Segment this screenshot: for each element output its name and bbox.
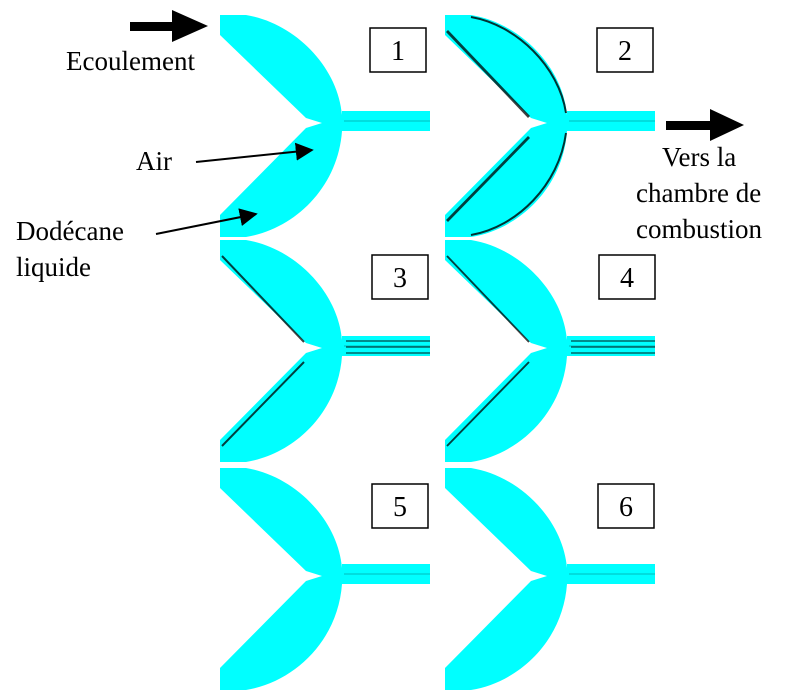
frame-panels: 1 2 3 4 5 6 — [220, 15, 656, 690]
liquid-trace-lower — [445, 136, 531, 222]
flow-in-arrow-icon — [130, 10, 208, 42]
injector-shape — [445, 240, 655, 462]
frame-5 — [220, 468, 430, 690]
air-label: Air — [136, 146, 172, 176]
frame-4 — [445, 240, 655, 462]
frame-number-box — [371, 483, 429, 529]
liquid-trace-lower — [221, 361, 305, 447]
outlet-label-line1: Vers la — [662, 142, 736, 172]
liquid-trace-upper — [221, 255, 305, 343]
frame-1 — [220, 15, 430, 237]
frame-2 — [445, 15, 655, 237]
frame-number: 5 — [393, 492, 407, 523]
frame-number-box — [596, 27, 654, 73]
liquid-trace-arc-top — [470, 16, 567, 114]
frame-6 — [445, 468, 655, 690]
frame-number: 3 — [393, 263, 407, 294]
frame-number: 6 — [619, 492, 633, 523]
frame-number-box — [597, 483, 655, 529]
injector-shape — [220, 468, 430, 690]
injector-shape — [220, 15, 430, 237]
frame-number: 1 — [391, 36, 405, 67]
outlet-label-line3: combustion — [636, 214, 762, 244]
liquid-pointer-arrow-icon — [155, 208, 258, 235]
injector-shape — [220, 240, 430, 462]
liquid-label-line2: liquide — [16, 252, 91, 282]
outlet-label-line2: chambre de — [636, 178, 761, 208]
air-pointer-arrow-icon — [195, 142, 314, 163]
frame-number: 4 — [620, 263, 634, 294]
liquid-label-line1: Dodécane — [16, 216, 124, 246]
liquid-trace-arc-bottom — [470, 132, 567, 236]
frame-number-box — [369, 27, 427, 73]
frame-number-box — [371, 254, 429, 300]
flow-out-arrow-icon — [666, 109, 744, 141]
liquid-trace-upper — [446, 255, 530, 343]
liquid-trace-upper — [445, 30, 531, 118]
frame-number: 2 — [618, 36, 632, 67]
frame-number-box — [598, 254, 656, 300]
liquid-trace-lower — [446, 361, 530, 447]
injector-shape — [445, 15, 655, 237]
injector-shape — [445, 468, 655, 690]
flow-in-label: Ecoulement — [66, 46, 195, 76]
frame-3 — [220, 240, 430, 462]
